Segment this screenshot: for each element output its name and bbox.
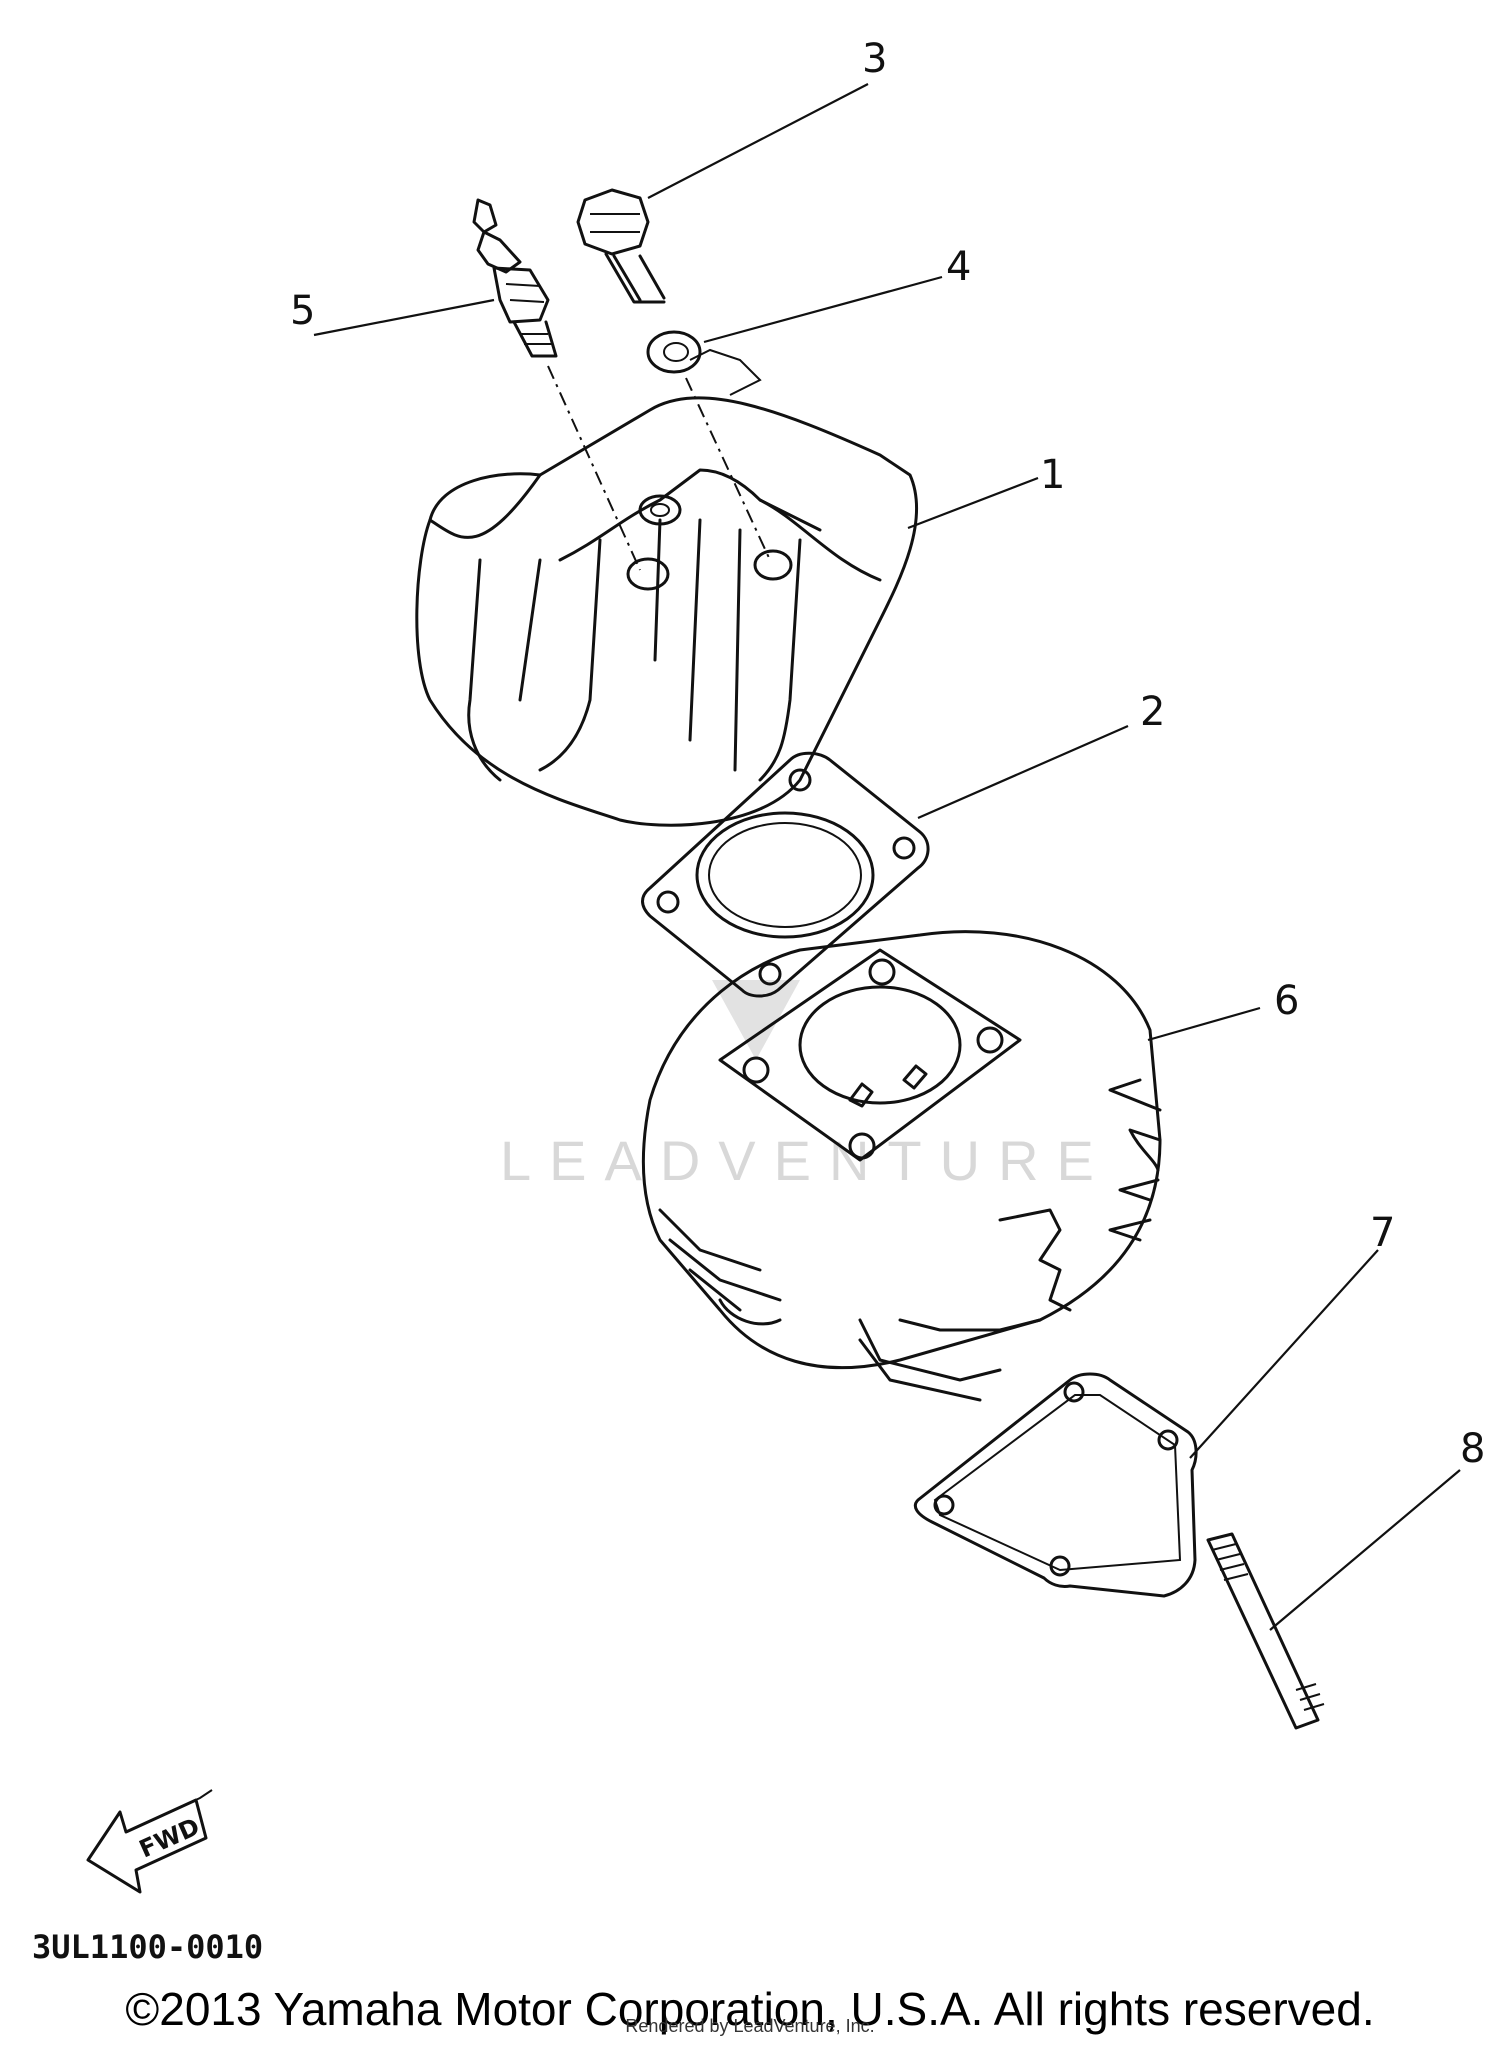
callout-5: 5 [290,288,315,334]
callout-4: 4 [946,244,971,290]
diagram-code: 3UL1100-0010 [32,1928,263,1966]
callout-6: 6 [1274,978,1299,1024]
base-gasket-part-7 [913,1372,1198,1598]
callout-2: 2 [1140,689,1165,735]
callout-8: 8 [1460,1426,1485,1472]
leader-lines [313,83,1461,1631]
head-gasket-part-2 [641,751,930,998]
washer-part-4 [646,330,702,374]
rendered-by-notice: Rendered by LeadVenture, Inc. [625,2016,875,2036]
copyright-notice: ©2013 Yamaha Motor Corporation, U.S.A. A… [125,1983,1375,2035]
stud-bolt-part-8 [1206,1532,1325,1730]
alignment-line-bolt [685,377,771,561]
callout-3: 3 [862,36,887,82]
callout-7: 7 [1370,1210,1395,1256]
fwd-arrow-icon: FWD [86,1789,213,1894]
watermark-text: LEADVENTURE [500,1129,1112,1192]
alignment-line-plug [547,365,641,571]
spark-plug-part-5 [472,198,558,358]
watermark: LEADVENTURE [500,980,1112,1192]
callout-1: 1 [1040,452,1065,498]
cylinder-part-6 [641,930,1162,1402]
cylinder-head-part-1 [415,348,919,827]
bolt-part-3 [576,188,666,304]
